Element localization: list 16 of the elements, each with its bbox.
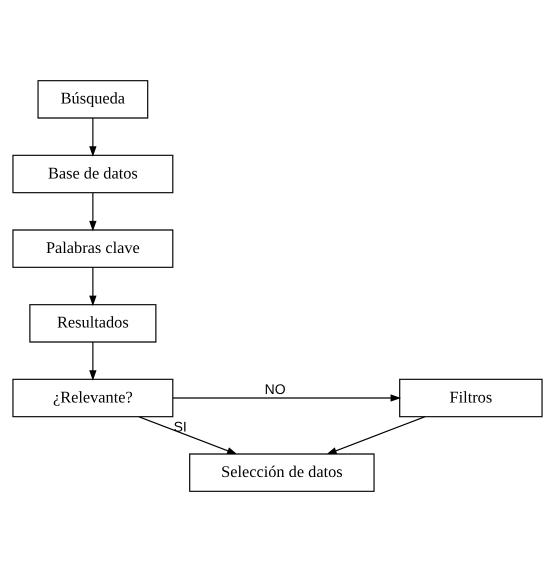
- edge-label: NO: [264, 380, 286, 397]
- arrow: [89, 192, 97, 231]
- node-box: Selección de datos: [189, 452, 375, 492]
- node-box: Palabras clave: [12, 228, 174, 268]
- arrow: [326, 416, 426, 454]
- arrow: [89, 342, 97, 380]
- node-box: Filtros: [399, 378, 543, 417]
- arrow: [172, 394, 402, 402]
- arrow: [89, 118, 97, 156]
- node-box: Base de datos: [12, 154, 174, 193]
- arrow: [138, 416, 238, 454]
- node-box: ¿Relevante?: [12, 378, 174, 417]
- node-box: Búsqueda: [37, 80, 148, 118]
- edge-label: SI: [174, 418, 187, 434]
- arrow: [89, 266, 97, 306]
- node-box: Resultados: [29, 304, 156, 342]
